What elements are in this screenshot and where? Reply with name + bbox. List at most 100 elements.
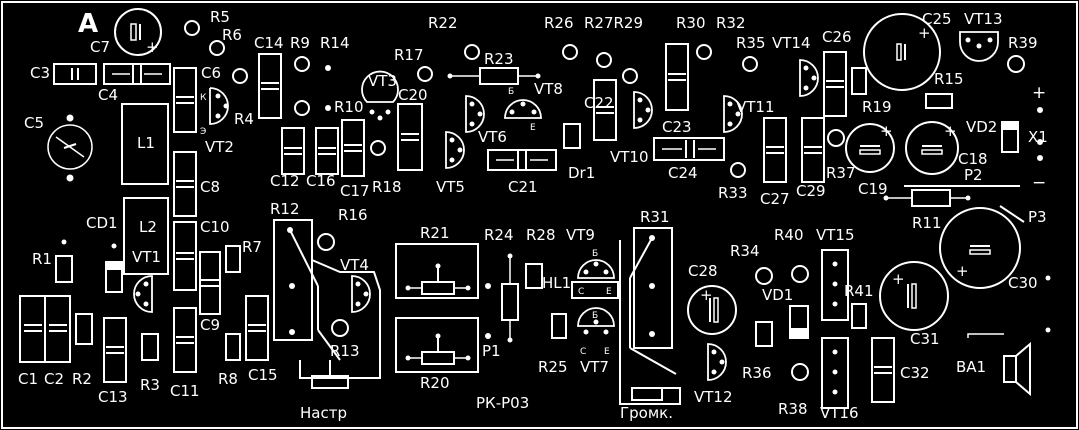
r29-pad xyxy=(622,68,638,84)
svg-text:Е: Е xyxy=(604,347,610,357)
r27-pad xyxy=(596,52,612,68)
r24-label: R24 xyxy=(484,226,514,244)
volume-label: Громк. xyxy=(620,404,673,422)
r40-label: R40 xyxy=(774,226,804,244)
c16-capacitor xyxy=(315,127,339,175)
vt4-label: VT4 xyxy=(340,256,369,274)
c10-label: C10 xyxy=(200,218,230,236)
r22-label: R22 xyxy=(428,14,458,32)
c28-label: C28 xyxy=(688,262,718,280)
l2-label: L2 xyxy=(139,218,157,236)
r22-pad xyxy=(464,44,480,60)
r38-label: R38 xyxy=(778,400,808,418)
vd1-label: VD1 xyxy=(762,286,793,304)
svg-text:+: + xyxy=(892,270,905,288)
svg-text:Б: Б xyxy=(592,311,598,321)
r17-pad xyxy=(417,66,433,82)
vt2-transistor: К Э xyxy=(200,87,229,137)
r3-resistor xyxy=(141,333,159,361)
r21-label: R21 xyxy=(420,224,450,242)
c19-capacitor: + xyxy=(845,122,895,173)
vt5-transistor xyxy=(445,131,465,169)
r14-label: R14 xyxy=(320,34,350,52)
r2-label: R2 xyxy=(72,370,92,388)
r17-label: R17 xyxy=(394,46,424,64)
vt14-transistor xyxy=(799,59,819,97)
c31-label: C31 xyxy=(910,330,940,348)
svg-text:К: К xyxy=(200,93,207,103)
r9-pad-2 xyxy=(294,100,310,116)
c25-capacitor: + xyxy=(863,13,941,91)
p1-label: P1 xyxy=(482,342,501,360)
r7-resistor xyxy=(225,245,241,273)
vt16-transistor xyxy=(821,337,849,409)
c12-label: C12 xyxy=(270,172,300,190)
r36-resistor xyxy=(755,321,773,347)
vt8-label: VT8 xyxy=(534,80,563,98)
vt16-label: VT16 xyxy=(820,404,859,422)
vt14-label: VT14 xyxy=(772,34,811,52)
r37-pad xyxy=(827,129,845,147)
svg-text:Е: Е xyxy=(606,287,612,297)
minus-terminal: − xyxy=(1032,173,1046,193)
c9-capacitor xyxy=(199,251,221,315)
r31-label: R31 xyxy=(640,208,670,226)
c1-label: C1 xyxy=(18,370,38,388)
c3-label: C3 xyxy=(30,64,50,82)
ba1-speaker xyxy=(967,333,1031,397)
r30-label: R30 xyxy=(676,14,706,32)
c19-label: C19 xyxy=(858,180,888,198)
r10-label: R10 xyxy=(334,98,364,116)
side-letter: A xyxy=(78,9,98,39)
c2-label: C2 xyxy=(44,370,64,388)
r8-resistor xyxy=(225,333,241,361)
r41-label: R41 xyxy=(844,282,874,300)
r21-trimmer xyxy=(395,243,479,299)
svg-text:Б: Б xyxy=(508,87,514,97)
dr1-label: Dr1 xyxy=(568,164,595,182)
r34-label: R34 xyxy=(730,242,760,260)
svg-text:С: С xyxy=(580,347,586,357)
r5-pad xyxy=(184,20,200,36)
svg-text:Б: Б xyxy=(592,249,598,259)
r23-label: R23 xyxy=(484,50,514,68)
svg-text:+: + xyxy=(700,286,713,304)
c30-label: C30 xyxy=(1008,274,1038,292)
r28-resistor xyxy=(525,263,543,289)
r38-pad xyxy=(791,363,809,381)
c12-capacitor xyxy=(281,127,305,175)
r15-label: R15 xyxy=(934,70,964,88)
board-name: РК-Р03 xyxy=(476,394,529,412)
vt2-label: VT2 xyxy=(205,138,234,156)
r35-pad xyxy=(742,56,758,72)
c20-capacitor xyxy=(397,103,423,171)
c14-label: C14 xyxy=(254,34,284,52)
r9-pad xyxy=(294,56,310,72)
r11-label: R11 xyxy=(912,214,942,232)
vt13-transistor xyxy=(959,31,999,62)
r24-resistor xyxy=(501,253,519,343)
c9-label: C9 xyxy=(200,316,220,334)
c24-capacitor xyxy=(653,137,725,161)
c17-label: C17 xyxy=(340,182,370,200)
r5-label: R5 xyxy=(210,8,230,26)
hl1-label: HL1 xyxy=(542,274,571,292)
vt10-transistor xyxy=(633,91,653,129)
c30-capacitor: + xyxy=(939,207,1021,289)
vt9-label: VT9 xyxy=(566,226,595,244)
vt11-label: VT11 xyxy=(736,98,775,116)
c15-capacitor xyxy=(245,295,269,361)
r40-pad xyxy=(791,265,809,283)
c4-label: C4 xyxy=(98,86,118,104)
r19-label: R19 xyxy=(862,98,892,116)
r2-resistor xyxy=(75,313,93,345)
r1-label: R1 xyxy=(32,250,52,268)
r28-label: R28 xyxy=(526,226,556,244)
cd1-diode xyxy=(105,243,123,293)
l1-label: L1 xyxy=(137,134,155,152)
svg-text:+: + xyxy=(956,262,969,280)
c4-capacitor xyxy=(103,63,171,85)
vd1-diode xyxy=(789,305,809,339)
vt10-label: VT10 xyxy=(610,148,649,166)
